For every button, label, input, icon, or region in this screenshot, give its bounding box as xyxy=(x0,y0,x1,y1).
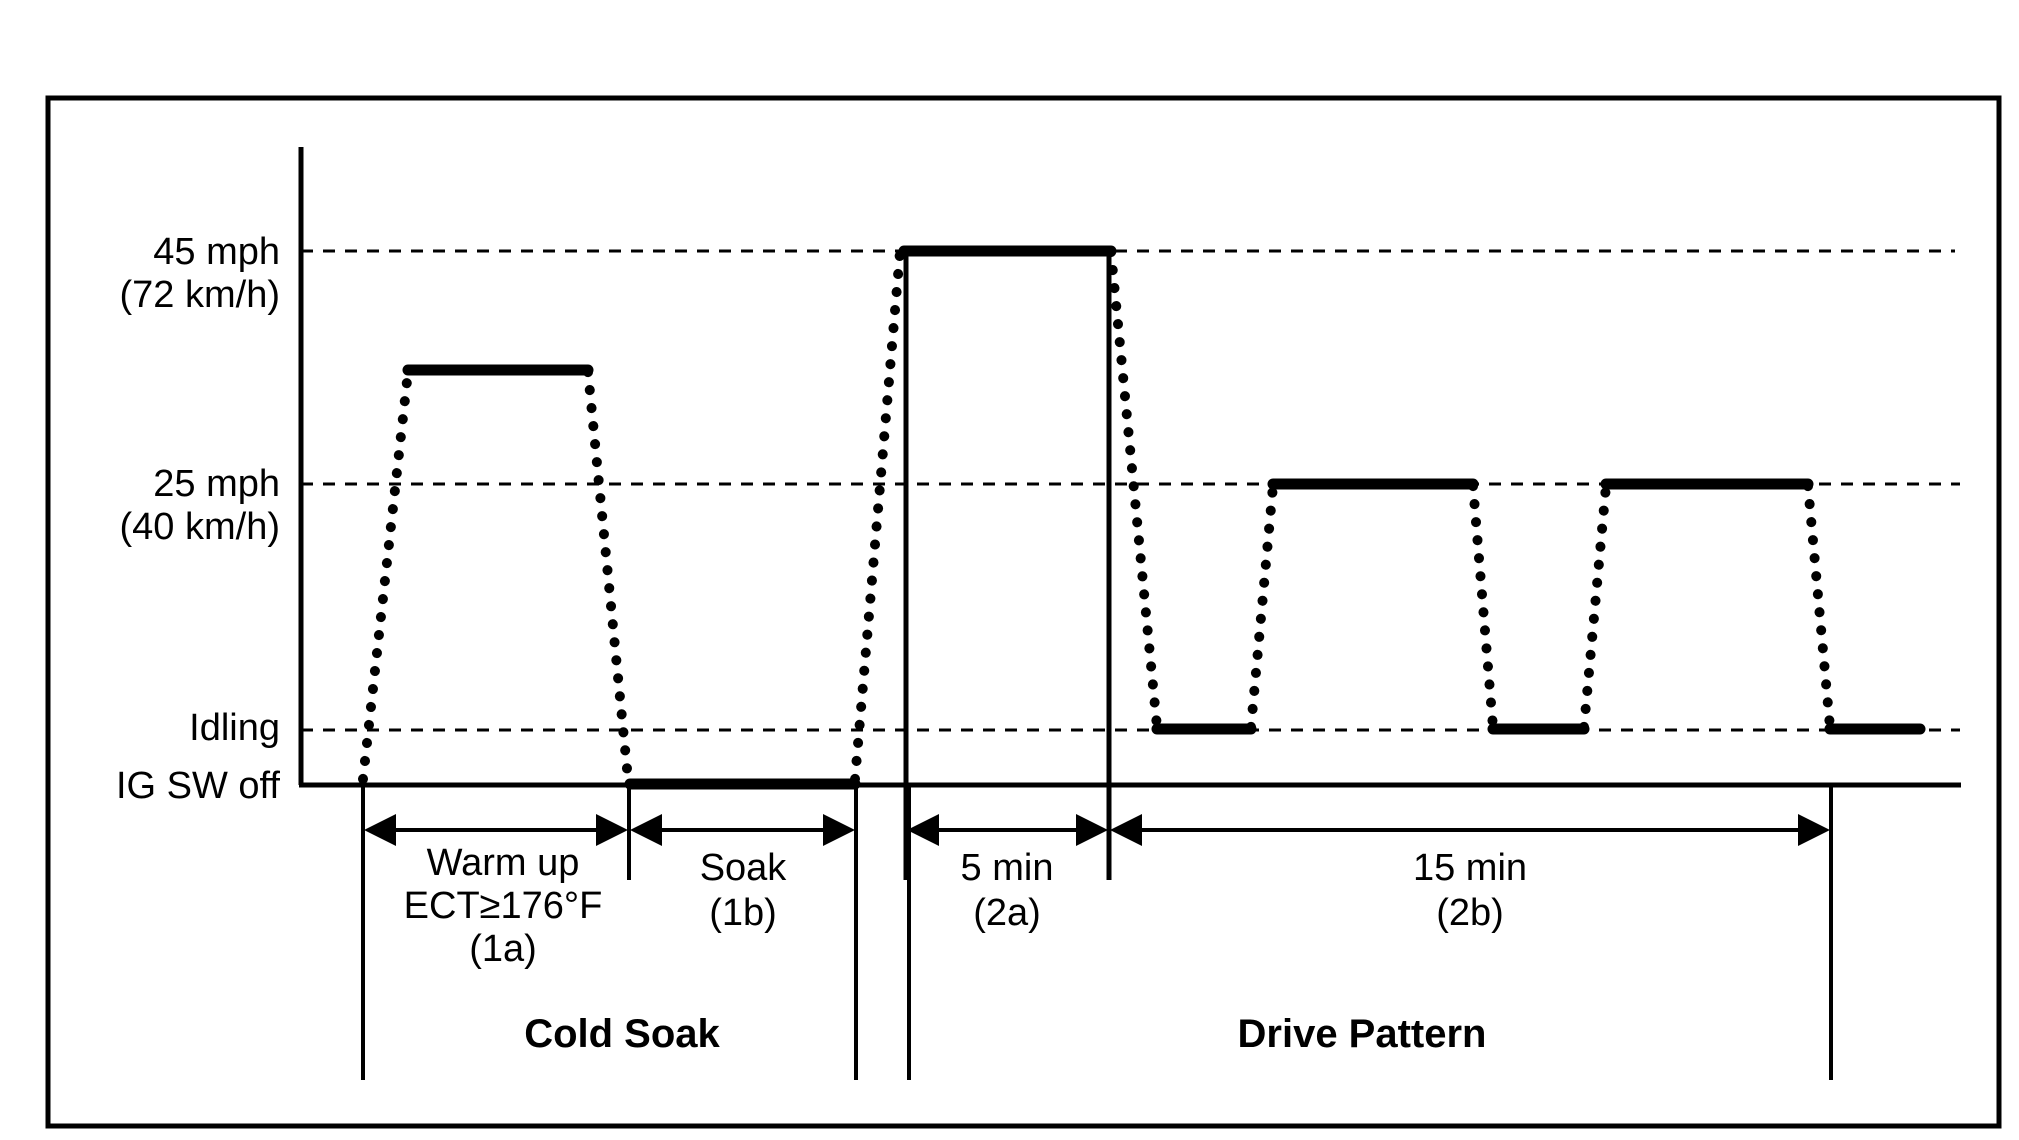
ramp-2b-up-2 xyxy=(1579,481,1611,732)
phase-1b-label-line2: (1b) xyxy=(709,892,777,934)
ramp-2a-down xyxy=(1106,247,1162,732)
y-label-25mph: 25 mph xyxy=(153,463,280,505)
phase-1b-label-line1: Soak xyxy=(700,847,788,889)
y-label-idling: Idling xyxy=(189,707,280,749)
ramp-2b-up-1 xyxy=(1246,481,1278,732)
ramp-2b-down-1 xyxy=(1468,481,1498,732)
phase-1a-label-line3: (1a) xyxy=(469,928,537,970)
phase-2a-label-line1: 5 min xyxy=(961,847,1054,889)
y-label-ig-off: IG SW off xyxy=(116,765,280,807)
phase-1a-label-line1: Warm up xyxy=(427,842,580,884)
group-label-cold-soak: Cold Soak xyxy=(524,1012,720,1056)
ramp-2a-up xyxy=(850,247,905,784)
y-label-40kmh: (40 km/h) xyxy=(120,506,280,548)
phase-1a-label-line2: ECT≥176°F xyxy=(404,885,603,927)
ramp-warmup-down xyxy=(583,367,633,784)
y-label-72kmh: (72 km/h) xyxy=(120,274,280,316)
solid-plateaus xyxy=(402,245,1926,790)
ramp-warmup-up xyxy=(358,367,413,784)
ramp-2b-down-2 xyxy=(1803,481,1835,732)
phase-2b-label-line2: (2b) xyxy=(1436,892,1504,934)
y-label-45mph: 45 mph xyxy=(153,231,280,273)
outer-frame xyxy=(45,95,2002,1129)
group-label-drive-pattern: Drive Pattern xyxy=(1238,1012,1487,1056)
dotted-ramps xyxy=(358,247,1835,784)
phase-2a-label-line2: (2a) xyxy=(973,892,1041,934)
phase-2b-label-line1: 15 min xyxy=(1413,847,1527,889)
